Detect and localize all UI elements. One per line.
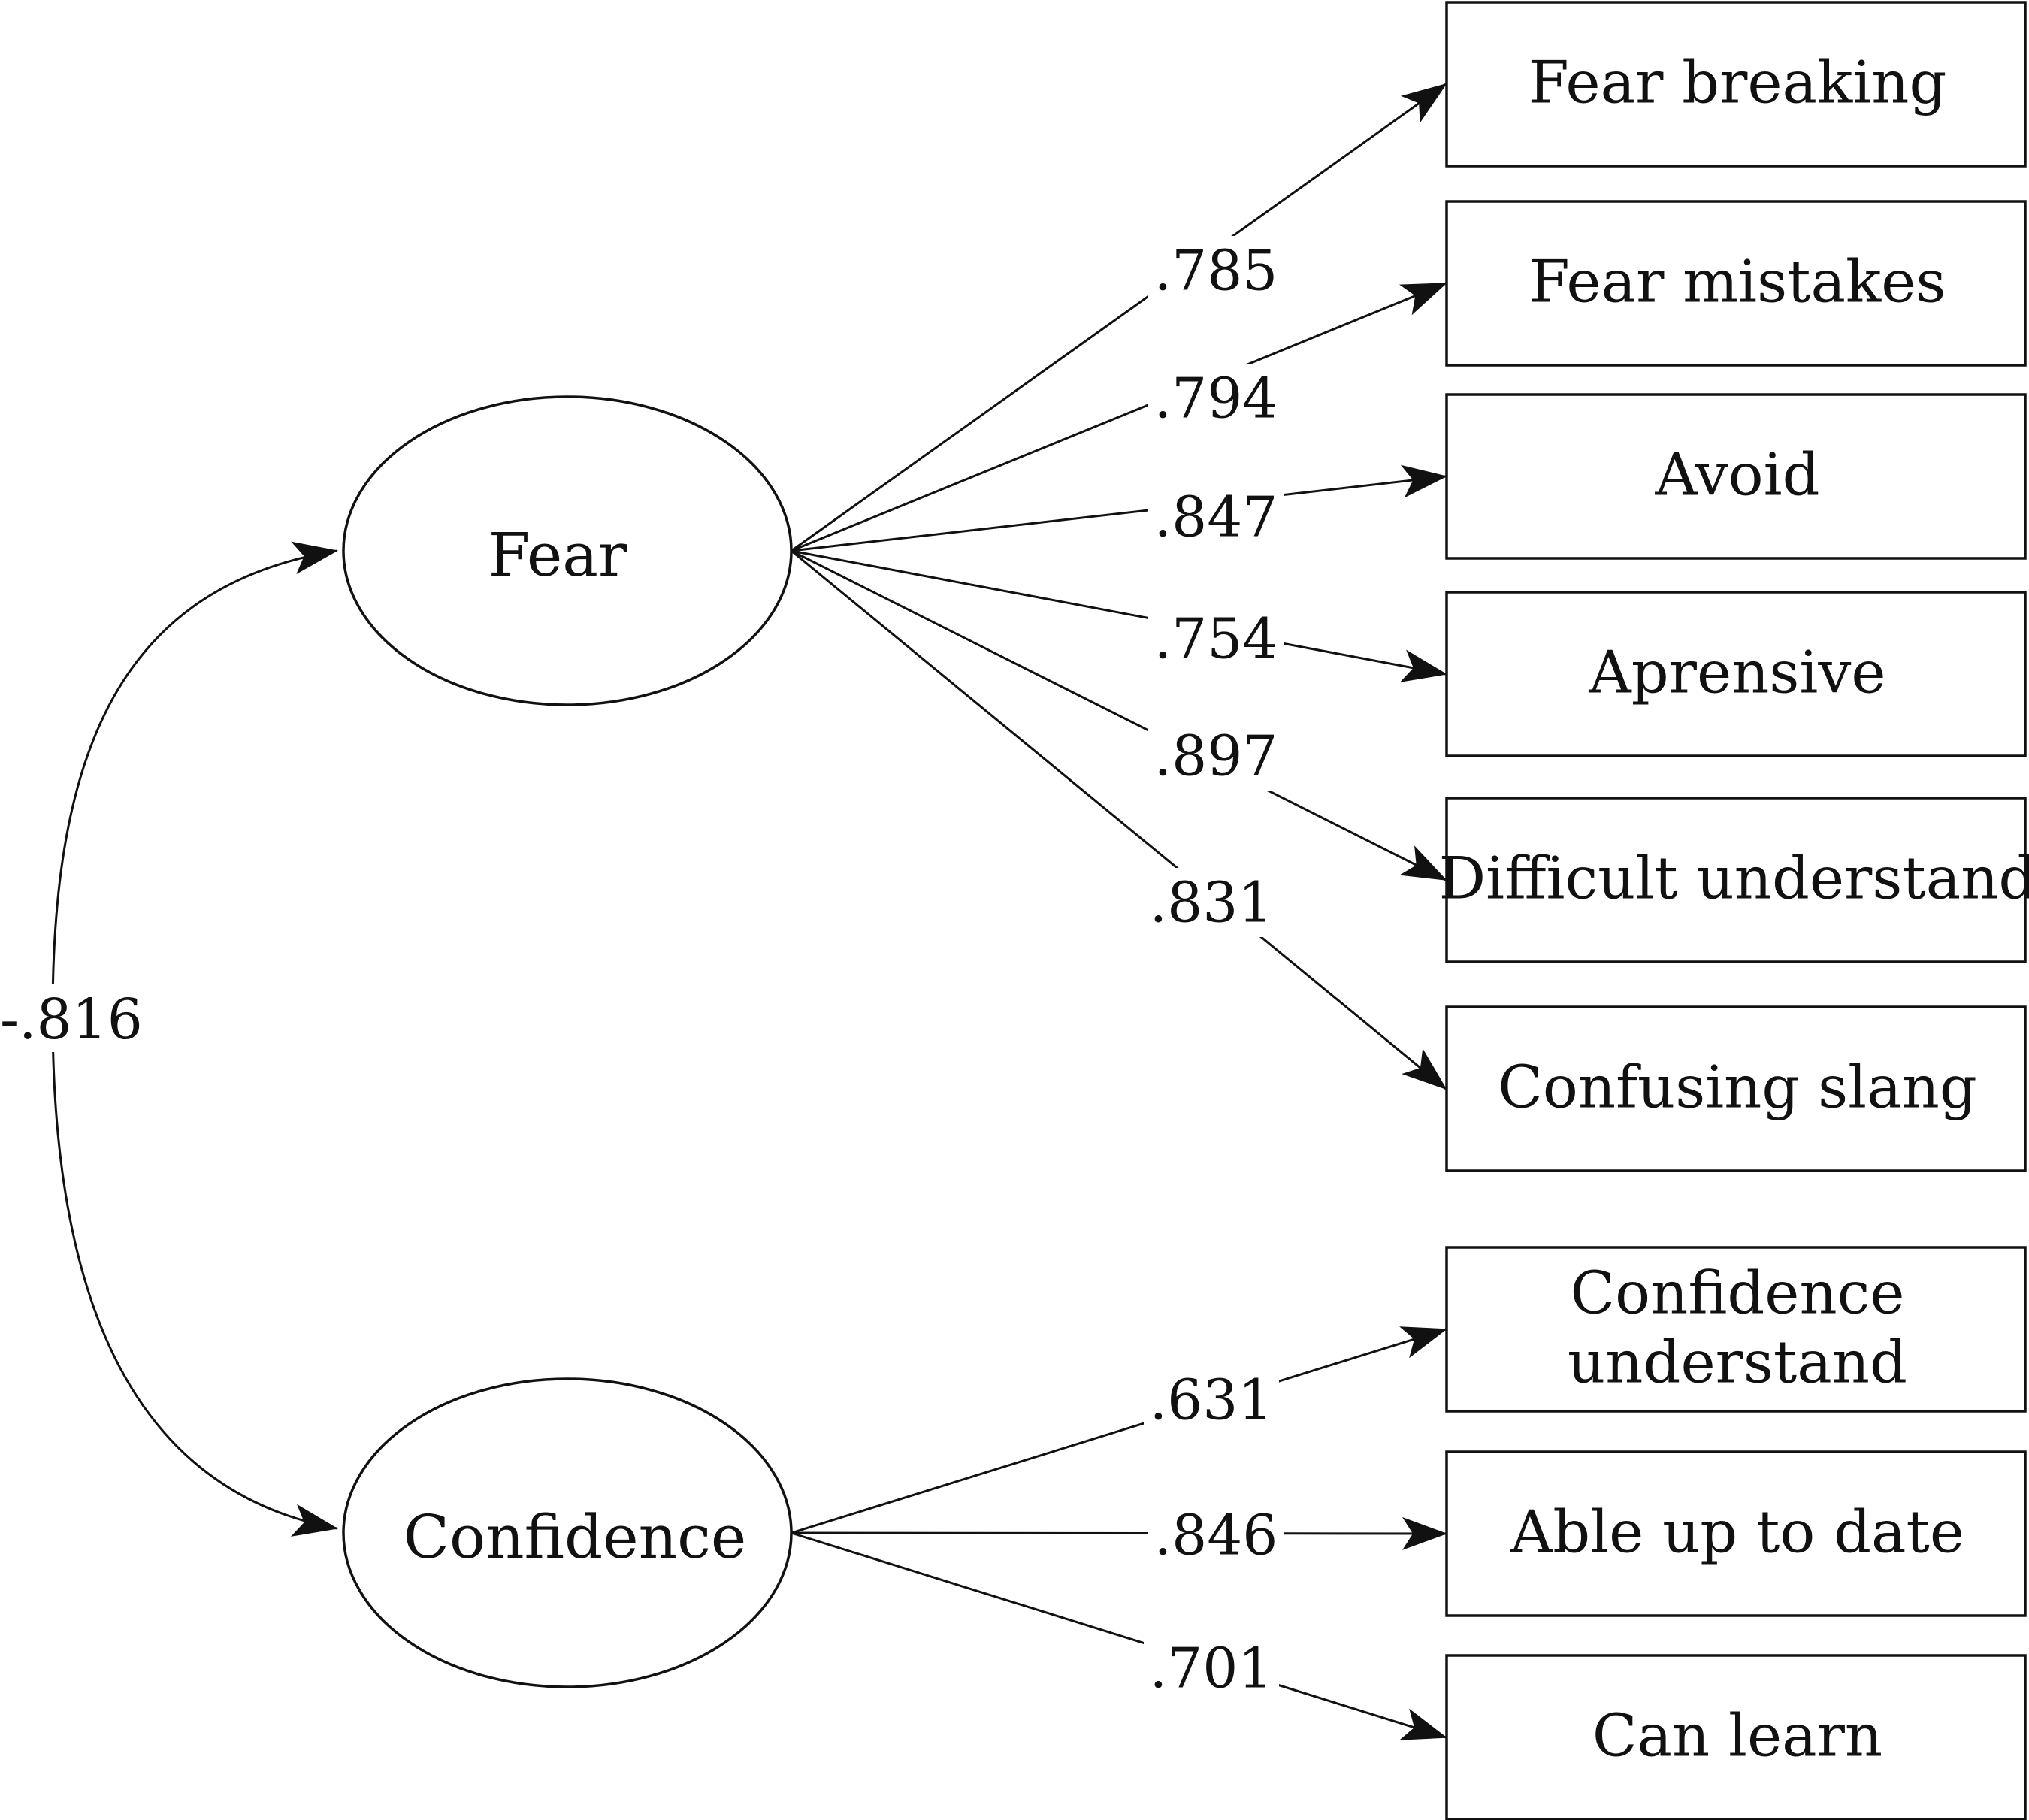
loading-label: .794 [1154,366,1278,431]
latent-confidence-label: Confidence [404,1502,746,1572]
correlation-label-bg [0,984,113,1052]
loading-arrow [791,83,1447,552]
indicator-box [1445,393,2027,560]
loading-arrow [791,549,1447,682]
indicator-can-learn: Can learn [1445,1654,2027,1820]
indicator-aprensive: Aprensive [1445,591,2027,757]
correlation-curve-lower [51,1014,338,1537]
indicator-label: Aprensive [1588,639,1885,707]
indicator-fear-breaking: Fear breaking [1445,1,2027,168]
correlation-curve-upper [51,541,338,1015]
loading-arrow [791,464,1447,552]
indicator-box [1445,591,2027,757]
indicator-label: Able up to date [1510,1499,1964,1567]
loading-label-bg [1148,482,1284,552]
loading-arrow [791,1516,1447,1550]
loading-label-bg [1148,364,1284,433]
loading-label: .846 [1154,1503,1278,1568]
loading-label: .847 [1154,485,1278,549]
latent-fear: Fear [342,395,793,706]
loading-arrow [791,549,1447,1090]
loading-label-bg [1144,1365,1279,1435]
loading-arrow [791,1531,1447,1740]
correlation-label: -.816 [0,987,143,1052]
loading-label-bg [1144,1634,1279,1703]
latent-fear-label: Fear [488,520,627,590]
indicator-box [1445,1654,2027,1820]
loading-label: .831 [1150,870,1274,935]
indicator-box [1445,200,2027,367]
loading-label-bg [1148,1501,1284,1570]
loading-label: .631 [1150,1368,1274,1432]
indicator-box [1445,1005,2027,1172]
indicator-label: Fear mistakes [1529,249,1946,316]
loading-label-bg [1148,721,1284,791]
loading-label-bg [1148,604,1284,673]
loading-arrow [791,1326,1447,1534]
indicator-label: Can learn [1592,1703,1882,1770]
loading-label: .785 [1154,238,1278,303]
loading-arrow [791,549,1447,881]
indicator-able-up-to-date: Able up to date [1445,1450,2027,1617]
indicator-box [1445,1246,2027,1413]
indicator-avoid: Avoid [1445,393,2027,560]
loading-arrow [791,282,1447,552]
indicator-label: Confusing slang [1498,1054,1977,1122]
indicator-fear-mistakes: Fear mistakes [1445,200,2027,367]
loading-label: .897 [1154,724,1278,788]
indicator-label: understand [1568,1329,1907,1397]
loading-label-bg [1144,868,1279,937]
loading-label: .754 [1154,606,1278,671]
indicator-box [1445,1450,2027,1617]
indicator-label: Avoid [1654,442,1819,509]
latent-confidence: Confidence [342,1377,793,1688]
indicator-difficult-understand: Difficult understand [1439,797,2029,963]
indicator-label: Fear breaking [1529,50,1947,117]
loading-label-bg [1148,236,1284,305]
loading-label: .701 [1150,1636,1274,1701]
indicator-confusing-slang: Confusing slang [1445,1005,2027,1172]
loading-paths: .785 .794 .847 .754 .897 .831 .631 .846 .701 [791,83,1447,1740]
indicator-label: Confidence [1570,1260,1904,1328]
indicator-box [1445,797,2027,963]
indicator-box [1445,1,2027,168]
indicator-label: Difficult understand [1439,845,2029,913]
